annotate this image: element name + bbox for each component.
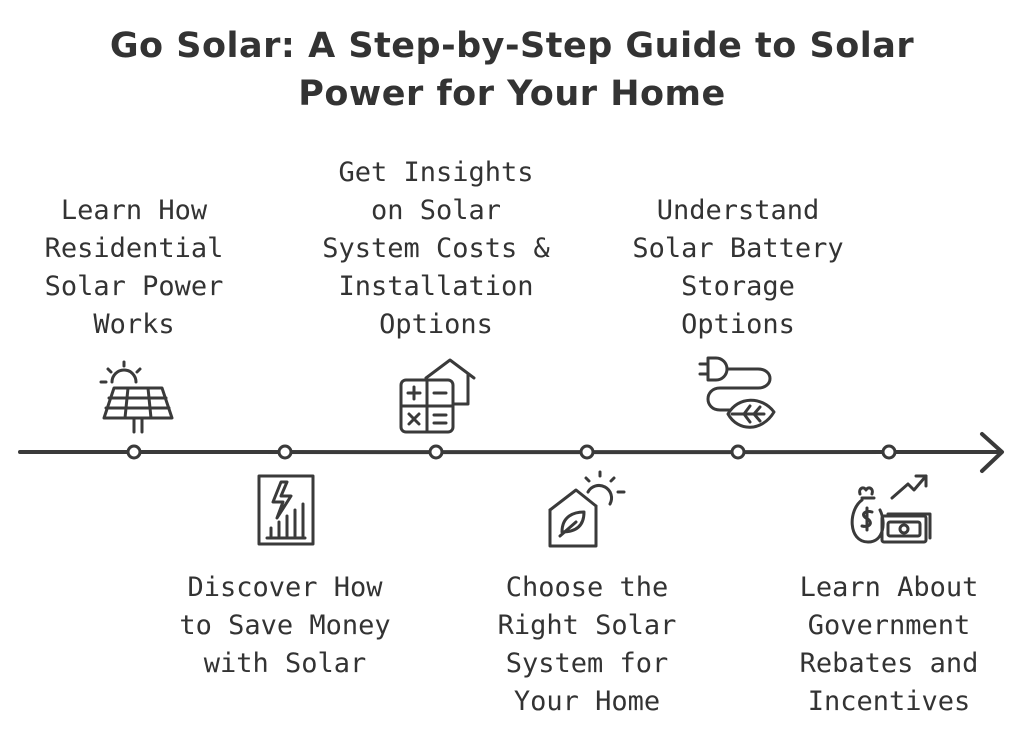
step-3-label: Get Insights on Solar System Costs & Ins… [322,157,550,340]
money-bag-cash-icon [848,470,932,554]
eco-home-sun-icon [546,470,628,554]
step-1-label: Learn How Residential Solar Power Works [44,195,224,340]
step-2-label: Discover How to Save Money with Solar [179,572,391,679]
timeline-dot-2 [277,444,293,460]
timeline-dot-3 [428,444,444,460]
timeline-dot-4 [579,444,595,460]
timeline-dot-5 [730,444,746,460]
timeline-dot-6 [881,444,897,460]
page-title: Go Solar: A Step-by-Step Guide to Solar … [109,26,915,114]
step-5-label: Understand Solar Battery Storage Options [632,195,844,340]
timeline-dot-1 [126,444,142,460]
energy-savings-chart-icon [255,472,317,552]
plug-leaf-icon [698,356,778,440]
calculator-house-icon [398,356,476,440]
solar-panel-icon [98,360,176,440]
step-4-label: Choose the Right Solar System for Your H… [497,572,677,717]
timeline-arrowhead-icon [980,432,1004,473]
step-6-label: Learn About Government Rebates and Incen… [799,572,979,717]
